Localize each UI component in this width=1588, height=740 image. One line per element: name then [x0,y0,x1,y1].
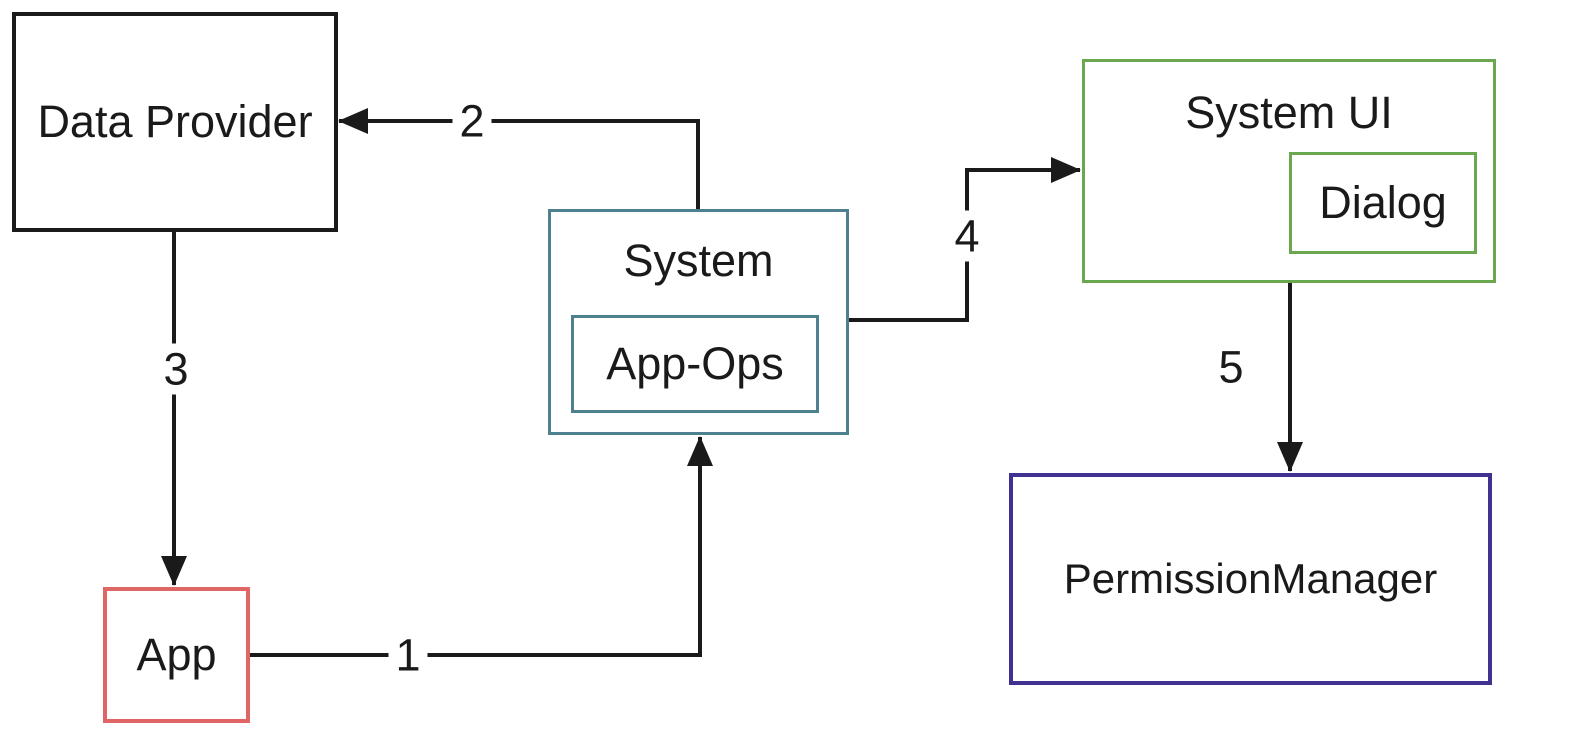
edge-label-4: 4 [947,210,987,262]
edge-label-2: 2 [452,95,492,147]
node-system-ui-label: System UI [1185,87,1393,138]
edge-label-5: 5 [1211,341,1251,393]
node-dialog-label: Dialog [1319,177,1447,229]
edge-label-3: 3 [156,343,196,395]
node-system-ui: System UI Dialog [1082,59,1496,283]
node-permission-manager: PermissionManager [1009,473,1492,685]
node-system: System App-Ops [548,209,849,435]
edge-label-1: 1 [388,629,428,681]
node-system-label: System [623,235,774,286]
edge-2-arrow [338,108,700,209]
node-dialog: Dialog [1289,152,1477,254]
node-app-label: App [136,629,217,681]
node-data-provider-label: Data Provider [37,96,313,148]
node-app-ops-label: App-Ops [606,338,784,390]
node-app-ops: App-Ops [571,315,819,413]
node-data-provider: Data Provider [12,12,338,232]
node-permission-manager-label: PermissionManager [1063,554,1438,602]
node-app: App [103,587,250,723]
edge-1-arrow [250,436,713,657]
